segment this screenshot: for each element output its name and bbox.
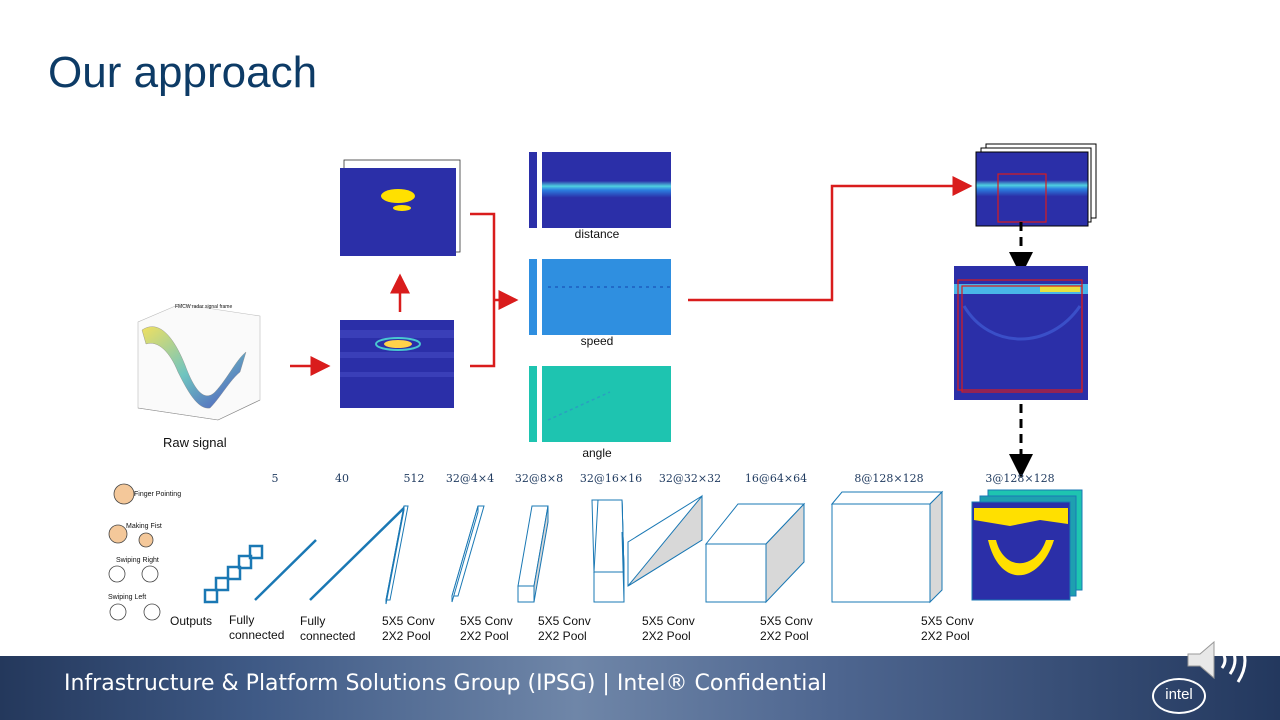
raw-signal-label: Raw signal bbox=[163, 435, 227, 450]
speaker-icon[interactable] bbox=[1184, 632, 1256, 692]
gesture-label-3: Swiping Left bbox=[108, 594, 146, 601]
dim-label: 8@128×128 bbox=[854, 472, 924, 485]
cnn-conv-32b bbox=[627, 494, 703, 587]
cnn-fc-40 bbox=[254, 539, 317, 601]
cnn-conv-16 bbox=[517, 505, 549, 603]
approach-diagram: FMCW radar signal frame Raw signal di bbox=[108, 143, 1097, 621]
dim-label: 512 bbox=[403, 472, 425, 485]
footer-text: Infrastructure & Platform Solutions Grou… bbox=[64, 671, 827, 696]
dim-label: 32@4×4 bbox=[445, 472, 495, 485]
cnn-input-128 bbox=[971, 489, 1083, 601]
finger-pointing-icon bbox=[113, 483, 135, 505]
cnn-outputs bbox=[203, 544, 264, 604]
dim-label: 32@16×16 bbox=[579, 472, 643, 485]
arrow-to-input-stack bbox=[688, 176, 973, 302]
cnn-conv-8 bbox=[451, 505, 485, 603]
fist-icon bbox=[138, 532, 154, 548]
input-stack bbox=[975, 143, 1097, 227]
intel-logo: intel bbox=[1152, 678, 1206, 714]
cnn-conv-128 bbox=[830, 490, 944, 604]
raw-plot-title: FMCW radar signal frame bbox=[175, 304, 232, 310]
cnn-conv-32a bbox=[591, 499, 625, 603]
gesture-label-0: Finger Pointing bbox=[134, 491, 181, 498]
dim-label: 40 bbox=[335, 472, 349, 485]
feature-label-speed: speed bbox=[581, 334, 614, 348]
hand-right-icon bbox=[141, 565, 159, 583]
cnn-conv-4 bbox=[385, 505, 409, 605]
feature-label-distance: distance bbox=[575, 227, 620, 241]
swiping-right-icon bbox=[108, 565, 126, 583]
cnn-fc-512 bbox=[309, 505, 407, 601]
dim-label: 32@32×32 bbox=[658, 472, 722, 485]
raw-signal-plot: FMCW radar signal frame bbox=[137, 303, 261, 421]
page-title: Our approach bbox=[48, 48, 318, 97]
feature-speed bbox=[529, 259, 671, 335]
swiping-left-icon bbox=[109, 603, 127, 621]
feature-distance bbox=[529, 152, 671, 228]
dim-label: 16@64×64 bbox=[744, 472, 808, 485]
feature-angle bbox=[529, 366, 671, 442]
gesture-label-1: Making Fist bbox=[126, 523, 162, 530]
zoomed-map bbox=[954, 266, 1088, 400]
hand-left-icon bbox=[143, 603, 161, 621]
heatmap-bottom bbox=[340, 320, 454, 408]
dim-label: 3@128×128 bbox=[985, 472, 1055, 485]
gesture-label-2: Swiping Right bbox=[116, 557, 159, 564]
dim-label: 5 bbox=[271, 472, 279, 485]
feature-label-angle: angle bbox=[582, 446, 612, 460]
cnn-conv-64 bbox=[704, 502, 806, 604]
heatmap-connector bbox=[470, 212, 496, 368]
footer-banner bbox=[0, 656, 1280, 720]
heatmap-top bbox=[340, 159, 461, 256]
dim-label: 32@8×8 bbox=[514, 472, 564, 485]
gesture-icons bbox=[108, 483, 161, 621]
layer-label: Outputs bbox=[170, 614, 213, 628]
making-fist-icon bbox=[108, 524, 128, 544]
